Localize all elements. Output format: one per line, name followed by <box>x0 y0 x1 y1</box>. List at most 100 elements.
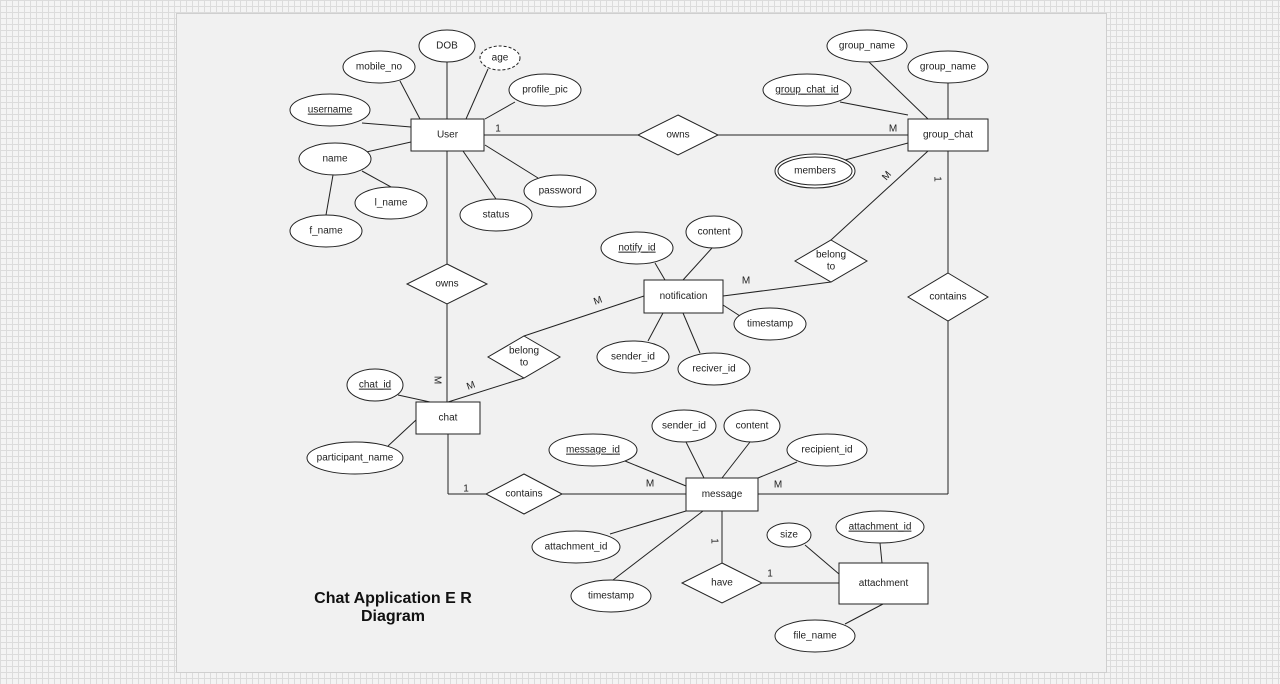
attribute-dob[interactable] <box>418 29 476 63</box>
attribute-notif-sender-id[interactable] <box>596 340 670 374</box>
relationship-owns-group[interactable] <box>636 114 720 156</box>
connector-line <box>447 377 525 403</box>
diagram-title: Diagram <box>361 608 425 625</box>
connector-line <box>682 312 701 354</box>
entity-label: notification <box>660 291 708 302</box>
connector-line <box>325 174 334 216</box>
cardinality-label: M <box>592 295 604 308</box>
relationship-label: belong <box>816 250 846 261</box>
connector-line <box>757 461 798 479</box>
entity-label: User <box>437 130 459 141</box>
attribute-recipient-id[interactable] <box>786 433 868 467</box>
connector-line <box>624 460 687 487</box>
attribute-name[interactable] <box>298 142 372 176</box>
attribute-label: status <box>483 210 510 221</box>
entity-chat[interactable] <box>415 401 481 435</box>
attribute-size[interactable] <box>766 522 812 548</box>
connector-line <box>609 510 687 535</box>
relationship-contains-group[interactable] <box>907 272 989 322</box>
attribute-status[interactable] <box>459 198 533 232</box>
attribute-username[interactable] <box>289 93 371 127</box>
attribute-group-chat-id[interactable] <box>762 73 852 107</box>
relationship-contains-chat[interactable] <box>484 473 564 515</box>
entity-notification[interactable] <box>643 279 724 314</box>
attribute-reciver-id[interactable] <box>677 352 751 386</box>
connector-line <box>654 262 666 281</box>
attribute-label: file_name <box>793 631 837 642</box>
attribute-notify-id[interactable] <box>600 231 674 265</box>
connector-line <box>722 304 741 317</box>
connector-line <box>868 61 929 120</box>
entity-attachment[interactable] <box>838 562 929 605</box>
key-attribute-label: attachment_id <box>849 522 912 533</box>
attribute-profile-pic[interactable] <box>508 73 582 107</box>
attribute-notif-timestamp[interactable] <box>733 307 807 341</box>
attribute-msg-timestamp[interactable] <box>570 579 652 613</box>
attribute-label: content <box>698 227 731 238</box>
key-attribute-label: notify_id <box>618 243 655 254</box>
attribute-msg-content[interactable] <box>723 409 781 443</box>
attribute-mobile-no[interactable] <box>342 50 416 84</box>
connector-line <box>361 122 412 128</box>
cardinality-label: M <box>880 169 894 182</box>
connector-line <box>462 150 497 200</box>
cardinality-label: M <box>431 376 442 384</box>
attribute-label: group_name <box>839 41 896 52</box>
attribute-msg-attachment-id[interactable] <box>531 530 621 564</box>
attribute-msg-sender-id[interactable] <box>651 409 717 443</box>
attribute-members[interactable] <box>774 153 856 189</box>
connector-line <box>804 544 840 575</box>
attribute-participant-name[interactable] <box>306 441 404 475</box>
attribute-label: sender_id <box>611 352 655 363</box>
connector-line <box>685 441 705 479</box>
attribute-password[interactable] <box>523 174 597 208</box>
connector-line <box>839 101 909 116</box>
relationship-label: to <box>827 262 836 273</box>
connector-line <box>722 281 832 297</box>
attribute-notif-content[interactable] <box>685 215 743 249</box>
attribute-label: timestamp <box>747 319 794 330</box>
attribute-chat-id[interactable] <box>346 368 404 402</box>
relationship-belong-chat[interactable] <box>487 335 561 379</box>
attribute-label: members <box>794 166 836 177</box>
connector-line <box>844 603 884 625</box>
attribute-label: attachment_id <box>545 542 608 553</box>
attribute-group-name-2[interactable] <box>907 50 989 84</box>
attribute-label: recipient_id <box>801 445 852 456</box>
attribute-label: profile_pic <box>522 85 568 96</box>
entity-label: group_chat <box>923 130 973 141</box>
connector-line <box>361 170 392 188</box>
connector-line <box>484 144 539 179</box>
cardinality-label: M <box>774 480 782 491</box>
relationship-label: to <box>520 358 529 369</box>
connector-line <box>647 312 664 342</box>
attribute-file-name[interactable] <box>774 619 856 653</box>
attribute-age[interactable] <box>479 45 521 71</box>
attribute-label: reciver_id <box>692 364 735 375</box>
connector-line <box>682 247 713 281</box>
relationship-label: owns <box>435 279 458 290</box>
attribute-label: name <box>322 154 347 165</box>
cardinality-label: 1 <box>767 569 773 580</box>
entity-group-chat[interactable] <box>907 118 989 152</box>
entity-label: message <box>702 489 743 500</box>
entity-user[interactable] <box>410 118 485 152</box>
attribute-group-name-1[interactable] <box>826 29 908 63</box>
attribute-label: mobile_no <box>356 62 403 73</box>
cardinality-label: 1 <box>708 538 719 544</box>
attribute-f-name[interactable] <box>289 214 363 248</box>
multivalued-inner-ring <box>777 156 853 186</box>
connector-line <box>397 394 431 403</box>
relationship-owns-chat[interactable] <box>405 263 489 305</box>
attribute-l-name[interactable] <box>354 186 428 220</box>
entity-message[interactable] <box>685 477 759 512</box>
attribute-label: l_name <box>375 198 408 209</box>
cardinality-label: M <box>889 124 897 135</box>
attribute-attachment-id[interactable] <box>835 510 925 544</box>
attribute-message-id[interactable] <box>548 433 638 467</box>
connector-line <box>844 142 909 161</box>
key-attribute-label: chat_id <box>359 380 391 391</box>
relationship-belong-group[interactable] <box>794 239 868 283</box>
entity-label: chat <box>439 413 458 424</box>
relationship-have[interactable] <box>680 562 764 604</box>
